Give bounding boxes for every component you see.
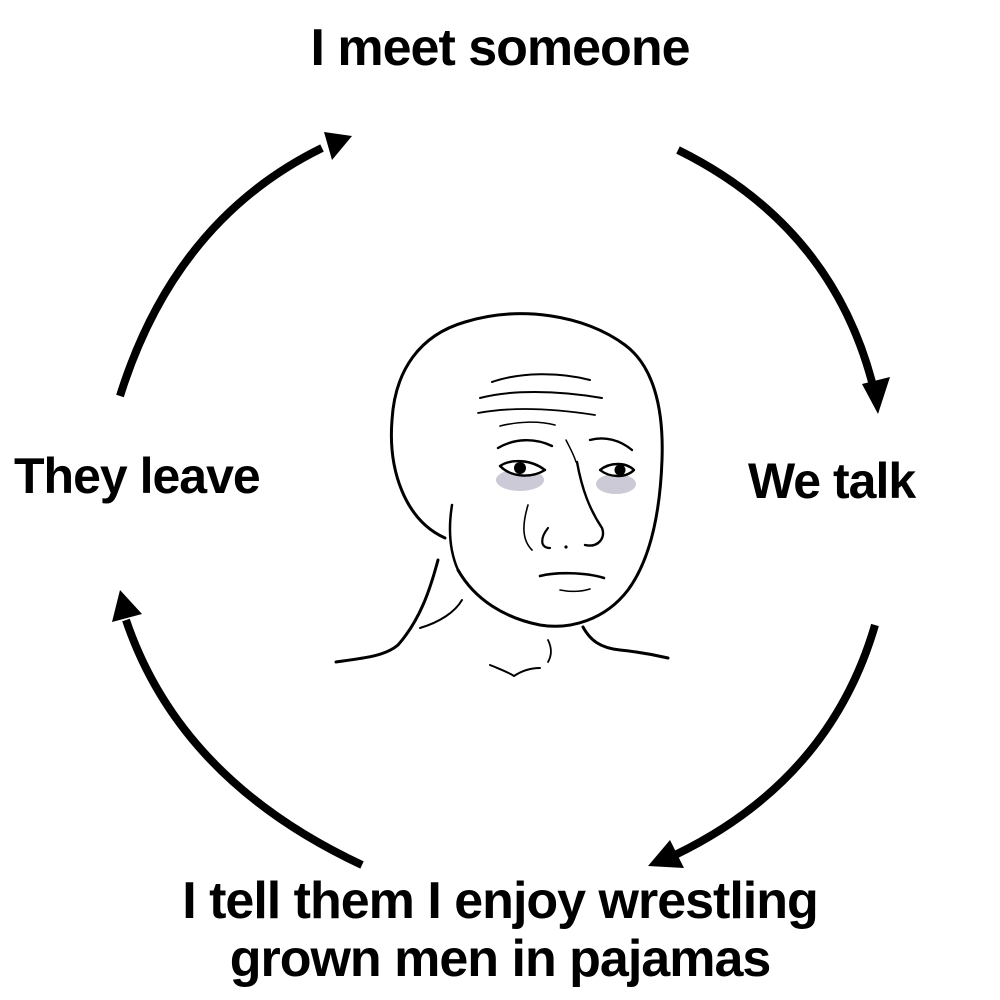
arrow-leave-to-meet: [116, 132, 352, 398]
step-label-meet: I meet someone: [310, 19, 690, 77]
step-label-leave: They leave: [14, 448, 261, 504]
step-label-tell: I tell them I enjoy wrestling grown men …: [0, 872, 1000, 988]
step-label-tell-line2: grown men in pajamas: [229, 930, 772, 988]
arrow-meet-to-talk: [676, 146, 890, 414]
arrow-talk-to-tell: [648, 623, 879, 868]
sad-wojak-face-icon: [334, 312, 670, 677]
arrow-tell-to-leave: [112, 590, 364, 869]
step-label-tell-line1: I tell them I enjoy wrestling: [182, 872, 819, 930]
step-label-talk: We talk: [748, 453, 916, 509]
